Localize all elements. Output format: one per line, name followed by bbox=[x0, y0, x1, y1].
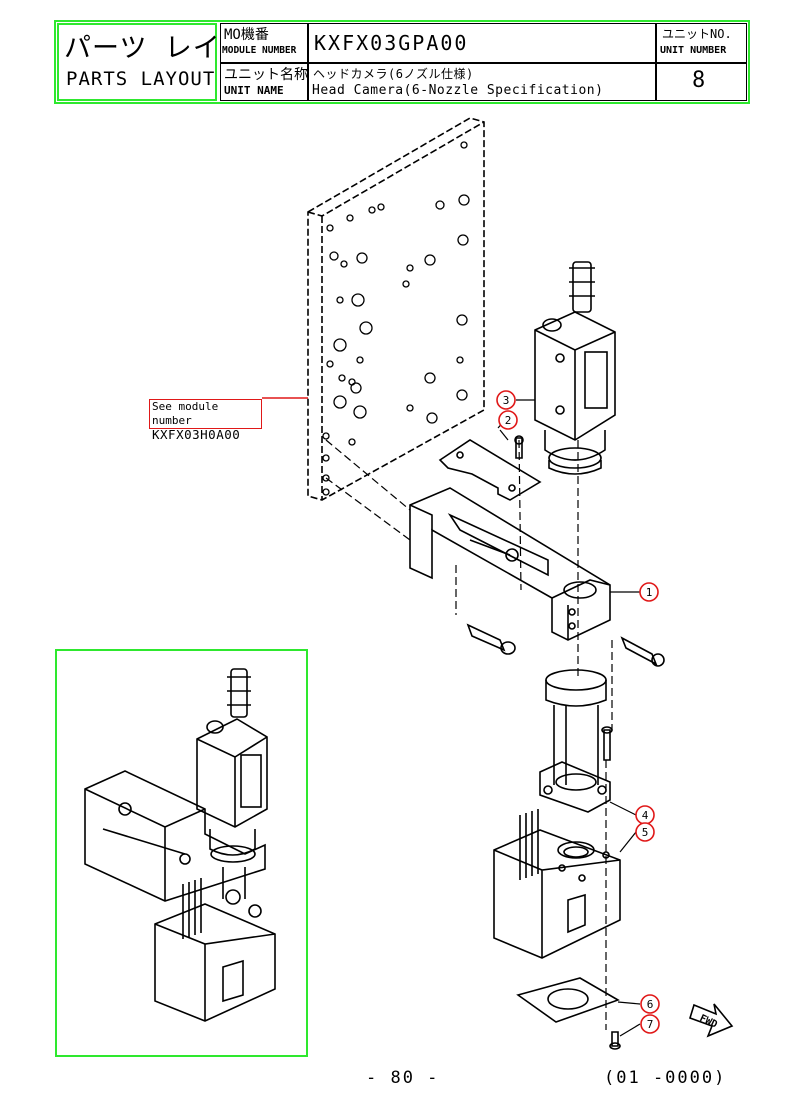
unit-name-value-jp: ヘッドカメラ(6ノズル仕様) bbox=[313, 67, 474, 81]
see-module-callout: See module number KXFX03H0A00 bbox=[149, 399, 262, 442]
gasket-6 bbox=[516, 977, 620, 1023]
screws bbox=[466, 623, 665, 1050]
unit-name-value-cell bbox=[308, 63, 656, 101]
header-frame bbox=[54, 20, 750, 104]
camera-3 bbox=[534, 261, 616, 475]
document-code: (01 -0000) bbox=[604, 1068, 727, 1088]
title-en: PARTS LAYOUT bbox=[66, 68, 216, 90]
camera-housing-5 bbox=[493, 809, 621, 959]
title-box bbox=[57, 23, 217, 101]
assembled-view-frame bbox=[55, 649, 308, 1057]
part-label-4: 4 bbox=[642, 809, 649, 822]
unit-name-label-jp: ユニット名称 bbox=[224, 67, 308, 83]
module-no-label-cell bbox=[220, 23, 308, 63]
assembly-lines bbox=[325, 439, 613, 1030]
part-label-6: 6 bbox=[647, 998, 654, 1011]
part-label-3: 3 bbox=[503, 394, 510, 407]
unit-no-label-cell bbox=[656, 23, 747, 63]
camera-tube bbox=[545, 669, 607, 785]
fwd-label: FWD bbox=[698, 1013, 719, 1031]
module-no-value: KXFX03GPA00 bbox=[314, 31, 469, 55]
part-label-7: 7 bbox=[647, 1018, 654, 1031]
assembled-view-drawing bbox=[84, 668, 276, 1022]
module-no-value-cell bbox=[308, 23, 656, 63]
see-module-code: KXFX03H0A00 bbox=[152, 427, 241, 442]
main-bracket-1 bbox=[409, 487, 611, 641]
part-label-2: 2 bbox=[505, 414, 512, 427]
unit-name-label-cell bbox=[220, 63, 308, 101]
page-number: - 80 - bbox=[366, 1068, 440, 1088]
part-label-1: 1 bbox=[646, 586, 653, 599]
mounting-plate bbox=[307, 117, 485, 501]
part-label-5: 5 bbox=[642, 826, 649, 839]
unit-no-label-jp: ユニットNO. bbox=[662, 27, 732, 41]
clamp-ring-4 bbox=[539, 761, 611, 813]
part-callouts: 1 2 3 4 5 6 7 FWD bbox=[496, 390, 719, 1037]
unit-name-value-en: Head Camera(6-Nozzle Specification) bbox=[312, 83, 604, 98]
unit-no-value: 8 bbox=[692, 68, 706, 93]
fwd-arrow bbox=[689, 1003, 734, 1038]
unit-no-value-cell bbox=[656, 63, 747, 101]
module-no-label-jp: MO機番 bbox=[224, 27, 269, 43]
unit-name-label-en: UNIT NAME bbox=[224, 84, 284, 97]
module-no-label-en: MODULE NUMBER bbox=[222, 45, 297, 56]
bracket-plate-2 bbox=[438, 435, 542, 501]
see-module-text: See module number bbox=[152, 400, 219, 427]
unit-no-label-en: UNIT NUMBER bbox=[660, 45, 727, 56]
